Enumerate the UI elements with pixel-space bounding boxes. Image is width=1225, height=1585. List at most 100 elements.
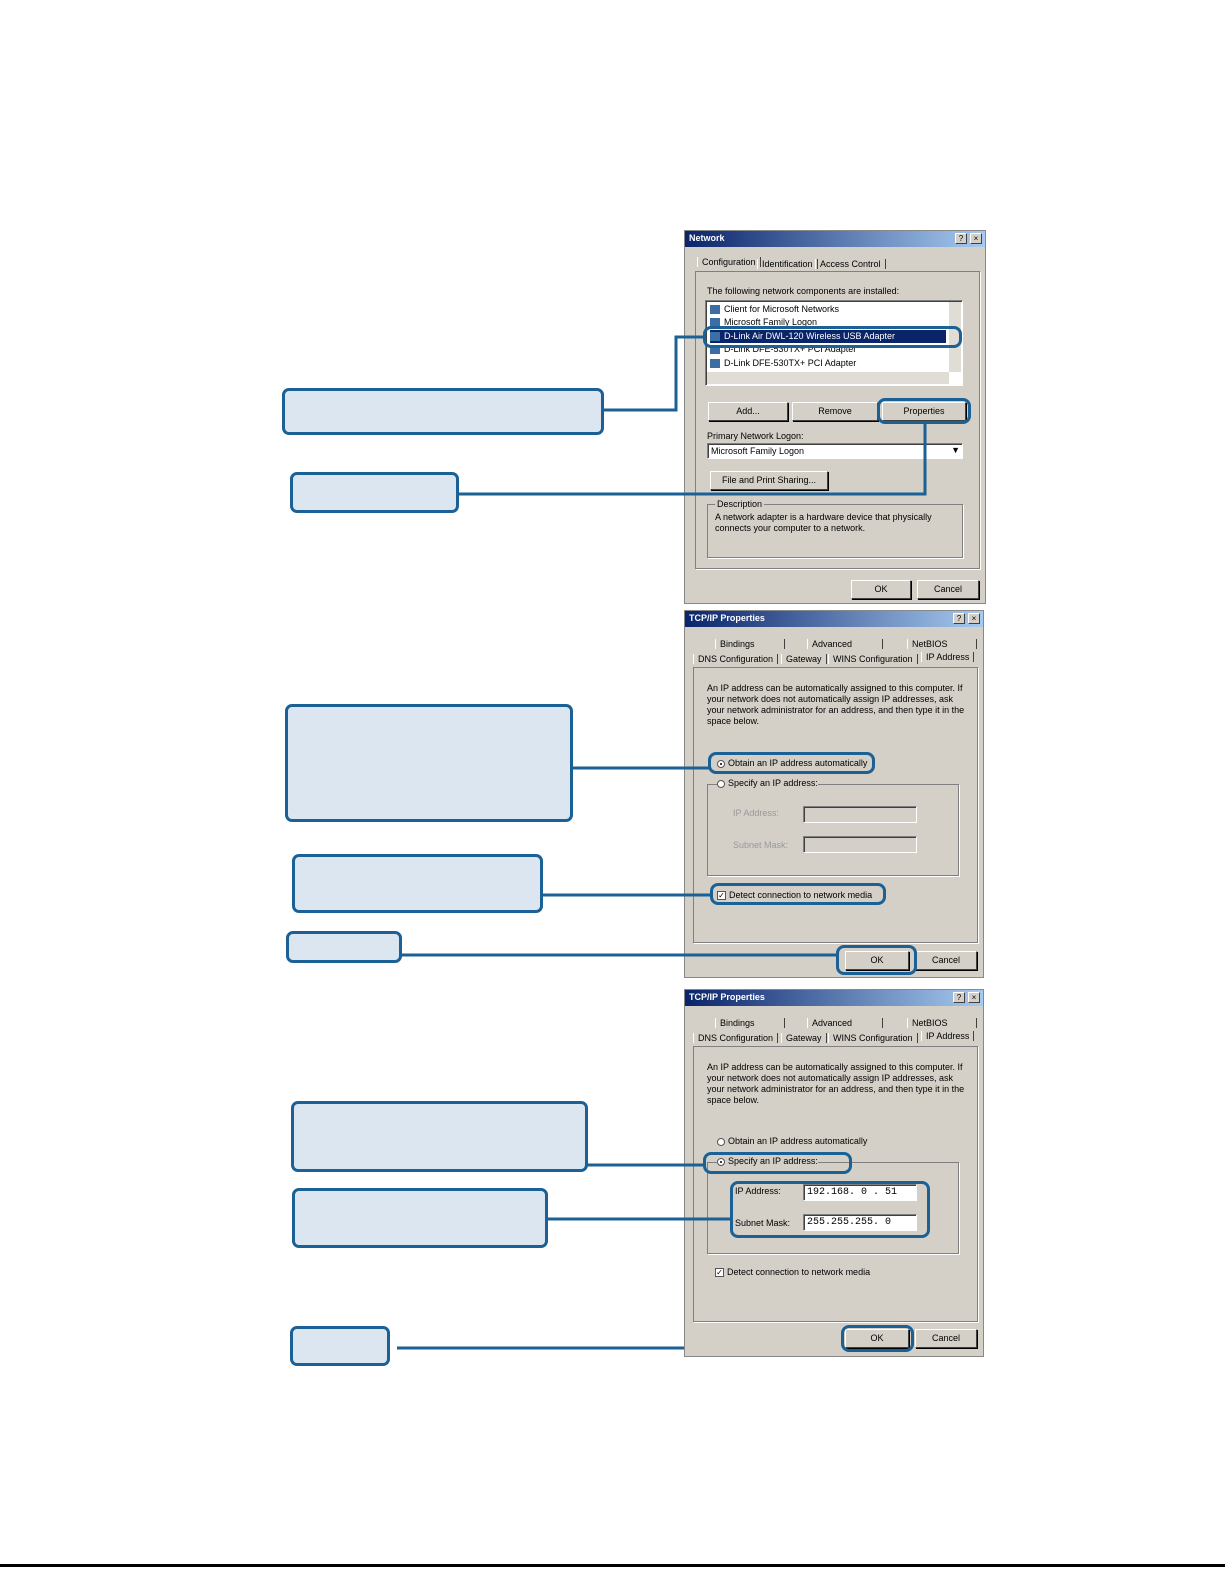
components-label: The following network components are ins… [707, 286, 900, 296]
tab-bindings[interactable]: Bindings [715, 1018, 785, 1028]
help-button[interactable]: ? [955, 233, 967, 244]
ok-button[interactable]: OK [851, 580, 911, 599]
specify-group [707, 1162, 959, 1254]
primary-logon-label: Primary Network Logon: [707, 431, 804, 441]
obtain-ip-radio[interactable]: Obtain an IP address automatically [717, 758, 867, 768]
tab-dns-configuration[interactable]: DNS Configuration [693, 1033, 779, 1043]
ip-address-label: IP Address: [733, 808, 779, 818]
radio-icon [717, 779, 725, 788]
ok-button[interactable]: OK [845, 1329, 909, 1348]
tab-gateway[interactable]: Gateway [781, 654, 827, 664]
tab-identification[interactable]: Identification [757, 259, 818, 269]
add-button[interactable]: Add... [708, 402, 788, 421]
obtain-ip-label: Obtain an IP address automatically [728, 1136, 868, 1146]
close-button[interactable]: × [970, 233, 982, 244]
tab-panel [693, 1046, 978, 1322]
intro-text: An IP address can be automatically assig… [707, 1062, 965, 1105]
horizontal-scrollbar[interactable] [707, 372, 949, 384]
highlight-specify [703, 1152, 852, 1174]
primary-logon-value: Microsoft Family Logon [711, 446, 805, 456]
chevron-down-icon[interactable]: ▼ [951, 445, 960, 455]
specify-ip-radio[interactable]: Specify an IP address: [717, 778, 818, 788]
ip-address-label: IP Address: [735, 1186, 781, 1196]
tab-advanced[interactable]: Advanced [807, 1018, 883, 1028]
ip-address-field[interactable] [803, 806, 917, 823]
properties-button[interactable]: Properties [882, 402, 966, 421]
checkbox-checked-icon: ✓ [715, 1268, 724, 1278]
specify-group [707, 784, 959, 876]
description-text: A network adapter is a hardware device t… [715, 512, 932, 533]
help-button[interactable]: ? [953, 613, 965, 624]
tab-panel [695, 271, 980, 569]
tab-access-control[interactable]: Access Control [815, 259, 886, 269]
page-bottom-rule [0, 1564, 1225, 1567]
tab-netbios[interactable]: NetBIOS [907, 639, 977, 649]
subnet-mask-field[interactable]: 255.255.255. 0 [803, 1214, 917, 1231]
list-item[interactable]: D-Link DFE-530TX+ PCI Adapter [710, 343, 856, 356]
list-item[interactable]: Microsoft Family Logon [710, 316, 817, 329]
subnet-mask-field[interactable] [803, 836, 917, 853]
remove-button[interactable]: Remove [792, 402, 878, 421]
tab-advanced[interactable]: Advanced [807, 639, 883, 649]
subnet-mask-label: Subnet Mask: [733, 840, 789, 850]
primary-logon-select[interactable]: Microsoft Family Logon ▼ [707, 443, 963, 459]
highlight-properties [877, 398, 971, 424]
tab-wins-configuration[interactable]: WINS Configuration [828, 1033, 918, 1043]
detect-media-label: Detect connection to network media [727, 1267, 871, 1277]
radio-icon [717, 1157, 725, 1166]
highlight-ok-2 [841, 1325, 914, 1352]
ip-address-field[interactable]: 192.168. 0 . 51 [803, 1184, 917, 1201]
subnet-mask-label: Subnet Mask: [735, 1218, 791, 1228]
callout-specify-ip [291, 1101, 588, 1172]
tcpip-auto-dialog: TCP/IP Properties ? × Bindings Advanced … [684, 610, 984, 978]
list-item[interactable]: D-Link DFE-530TX+ PCI Adapter [710, 357, 856, 370]
checkbox-checked-icon: ✓ [717, 891, 726, 901]
dialog-title: Network [689, 233, 725, 243]
callout-ok-1 [286, 931, 402, 963]
obtain-ip-radio[interactable]: Obtain an IP address automatically [717, 1136, 867, 1146]
tab-dns-configuration[interactable]: DNS Configuration [693, 654, 779, 664]
specify-ip-label: Specify an IP address: [728, 778, 818, 788]
help-button[interactable]: ? [953, 992, 965, 1003]
connector-properties [458, 422, 927, 496]
network-dialog: Network ? × Configuration Identification… [684, 230, 986, 604]
components-list[interactable]: Client for Microsoft Networks Microsoft … [705, 300, 963, 386]
detect-media-label: Detect connection to network media [729, 890, 873, 900]
cancel-button[interactable]: Cancel [915, 1329, 977, 1348]
scrollbar[interactable] [949, 302, 961, 372]
cancel-button[interactable]: Cancel [917, 580, 979, 599]
highlight-detect [710, 883, 886, 905]
list-item-selected[interactable]: D-Link Air DWL-120 Wireless USB Adapter [710, 330, 946, 343]
close-button[interactable]: × [968, 613, 980, 624]
callout-select-adapter [282, 388, 604, 435]
title-bar: TCP/IP Properties [685, 611, 983, 627]
callout-properties [290, 472, 459, 513]
ok-button[interactable]: OK [845, 951, 909, 970]
callout-obtain-auto [285, 704, 573, 822]
highlight-ip-values [730, 1181, 930, 1238]
obtain-ip-label: Obtain an IP address automatically [728, 758, 868, 768]
description-label: Description [715, 499, 765, 509]
tab-bindings[interactable]: Bindings [715, 639, 785, 649]
radio-icon [717, 759, 725, 768]
tab-wins-configuration[interactable]: WINS Configuration [828, 654, 918, 664]
tab-gateway[interactable]: Gateway [781, 1033, 827, 1043]
tab-ip-address[interactable]: IP Address [921, 1031, 975, 1041]
list-item[interactable]: Client for Microsoft Networks [710, 303, 839, 316]
tab-netbios[interactable]: NetBIOS [907, 1018, 977, 1028]
tab-configuration[interactable]: Configuration [697, 257, 761, 267]
detect-media-checkbox[interactable]: ✓Detect connection to network media [715, 1267, 871, 1278]
close-button[interactable]: × [968, 992, 980, 1003]
dialog-title: TCP/IP Properties [689, 992, 765, 1002]
specify-ip-radio[interactable]: Specify an IP address: [717, 1156, 818, 1166]
description-group [707, 504, 963, 558]
title-bar: Network [685, 231, 985, 247]
detect-media-checkbox[interactable]: ✓Detect connection to network media [717, 890, 873, 901]
callout-ok-2 [290, 1326, 390, 1366]
title-bar: TCP/IP Properties [685, 990, 983, 1006]
highlight-adapter [703, 326, 962, 348]
file-print-sharing-button[interactable]: File and Print Sharing... [710, 471, 828, 490]
dialog-title: TCP/IP Properties [689, 613, 765, 623]
tab-ip-address[interactable]: IP Address [921, 652, 975, 662]
